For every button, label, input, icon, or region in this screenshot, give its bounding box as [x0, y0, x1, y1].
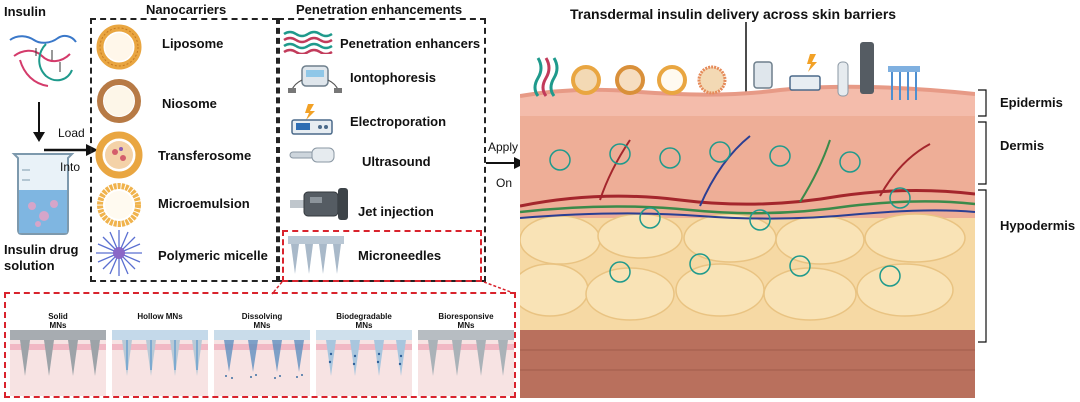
nanocarriers-title: Nanocarriers [146, 2, 227, 17]
skin-cross-section [520, 42, 975, 398]
nanocarrier-label: Liposome [162, 36, 224, 51]
nanocarrier-label: Transferosome [158, 148, 252, 163]
transferosome-icon [95, 131, 143, 179]
insulin-title: Insulin [4, 4, 46, 19]
nanocarrier-label: Microemulsion [158, 196, 250, 211]
apply-label: Apply [488, 140, 519, 154]
mn-type-line1: Solid [48, 312, 68, 321]
connector-lines [271, 281, 517, 295]
hollow-mn-card: Hollow MNs [112, 312, 208, 398]
microneedle-array-icon [288, 236, 344, 274]
nanocarrier-label: Niosome [162, 96, 217, 111]
mn-type-line1: Biodegradable [336, 312, 392, 321]
insulin-solution-label-line2: solution [4, 258, 55, 273]
liposome-icon [96, 24, 142, 70]
enhancement-label: Penetration enhancers [340, 36, 481, 51]
mn-type-line2: MNs [355, 321, 373, 330]
iontophoresis-device-icon [288, 65, 342, 93]
mn-type-line1: Bioresponsive [438, 312, 494, 321]
dermis-label: Dermis [1000, 138, 1045, 153]
niosome-icon [97, 79, 141, 123]
microemulsion-icon [97, 183, 141, 227]
bioresponsive-mn-illustration [418, 330, 514, 396]
biodegradable-mn-illustration [316, 330, 412, 396]
enhancements-title: Penetration enhancements [296, 2, 463, 17]
mn-type-line2: MNs [457, 321, 475, 330]
enhancement-label: Microneedles [358, 248, 442, 263]
mn-type-line2: MNs [253, 321, 271, 330]
nanocarrier-label: Polymeric micelle [158, 248, 268, 263]
mn-type-line2: MNs [49, 321, 67, 330]
nanocarriers-box [90, 18, 278, 282]
electroporation-device-icon [291, 104, 333, 135]
on-label: On [496, 176, 513, 190]
enhancement-label: Ultrasound [362, 154, 431, 169]
enhancement-label: Iontophoresis [350, 70, 436, 85]
dissolving-mn-illustration [214, 330, 310, 396]
enhancement-label: Jet injection [358, 204, 434, 219]
load-into-arrow-icon [44, 144, 98, 156]
load-label: Load [58, 126, 85, 140]
insulin-molecule-icon [9, 34, 77, 87]
layer-brackets [978, 89, 987, 343]
enhancement-label: Electroporation [350, 114, 447, 129]
jet-injector-icon [290, 188, 348, 220]
beaker-icon [11, 153, 75, 235]
mn-type-line1: Hollow MNs [137, 312, 183, 321]
down-arrow-icon [33, 102, 45, 142]
surface-devices [533, 42, 920, 100]
into-label: Into [60, 160, 81, 174]
skin-title: Transdermal insulin delivery across skin… [570, 6, 897, 22]
microneedles-highlight-box [282, 230, 482, 282]
insulin-solution-label-line1: Insulin drug [4, 242, 79, 257]
epidermis-label: Epidermis [1000, 95, 1063, 110]
ultrasound-probe-icon [289, 147, 335, 163]
hollow-mn-illustration [112, 330, 208, 396]
polymeric-micelle-icon [96, 230, 142, 276]
penetration-enhancers-icon [283, 30, 333, 54]
solid-mn-illustration [10, 330, 106, 396]
microneedle-types-panel [4, 292, 516, 398]
mn-type-line1: Dissolving [241, 312, 283, 321]
hypodermis-label: Hypodermis [1000, 218, 1076, 233]
